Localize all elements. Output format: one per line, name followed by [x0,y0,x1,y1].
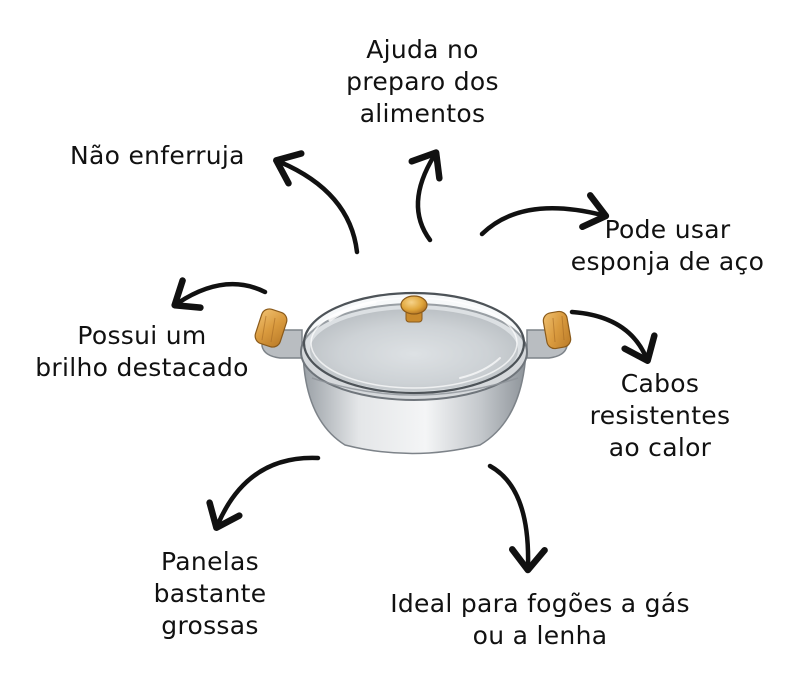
feature-label-shine: Possui um brilho destacado [22,320,262,384]
label-line: ao calor [608,433,712,462]
arrow-left-icon [171,277,268,311]
label-line: Cabos [620,369,700,398]
label-line: Pode usar [604,215,731,244]
label-line: ou a lenha [472,621,608,650]
label-line: alimentos [359,99,486,128]
arrow-top-right-icon [479,192,610,237]
label-line: resistentes [589,401,731,430]
label-line: brilho destacado [35,353,249,382]
label-line: Ajuda no [366,35,479,64]
arrow-right-icon [569,309,658,364]
pot-icon [254,291,572,455]
feature-label-rust: Não enferruja [70,140,245,172]
label-line: Possui um [77,321,207,350]
arrow-top-icon [408,149,443,243]
label-line: esponja de aço [570,247,765,276]
feature-label-steel-sponge: Pode usar esponja de aço [555,214,780,278]
feature-label-stoves: Ideal para fogões a gás ou a lenha [365,588,715,652]
label-line: Não enferruja [70,141,245,170]
label-line: grossas [161,611,259,640]
label-line: Ideal para fogões a gás [390,589,690,618]
label-line: preparo dos [346,67,499,96]
arrow-bottom-left-icon [206,455,321,531]
arrow-top-left-icon [273,150,360,255]
label-line: bastante [153,579,267,608]
feature-label-handles: Cabos resistentes ao calor [575,368,745,464]
feature-label-thickness: Panelas bastante grossas [130,546,290,642]
left-wood-handle-icon [254,308,288,348]
feature-label-preparation: Ajuda no preparo dos alimentos [330,34,515,130]
arrow-bottom-right-icon [487,463,548,574]
lid-knob-icon [400,295,428,323]
right-wood-handle-icon [542,310,572,350]
label-line: Panelas [161,547,259,576]
